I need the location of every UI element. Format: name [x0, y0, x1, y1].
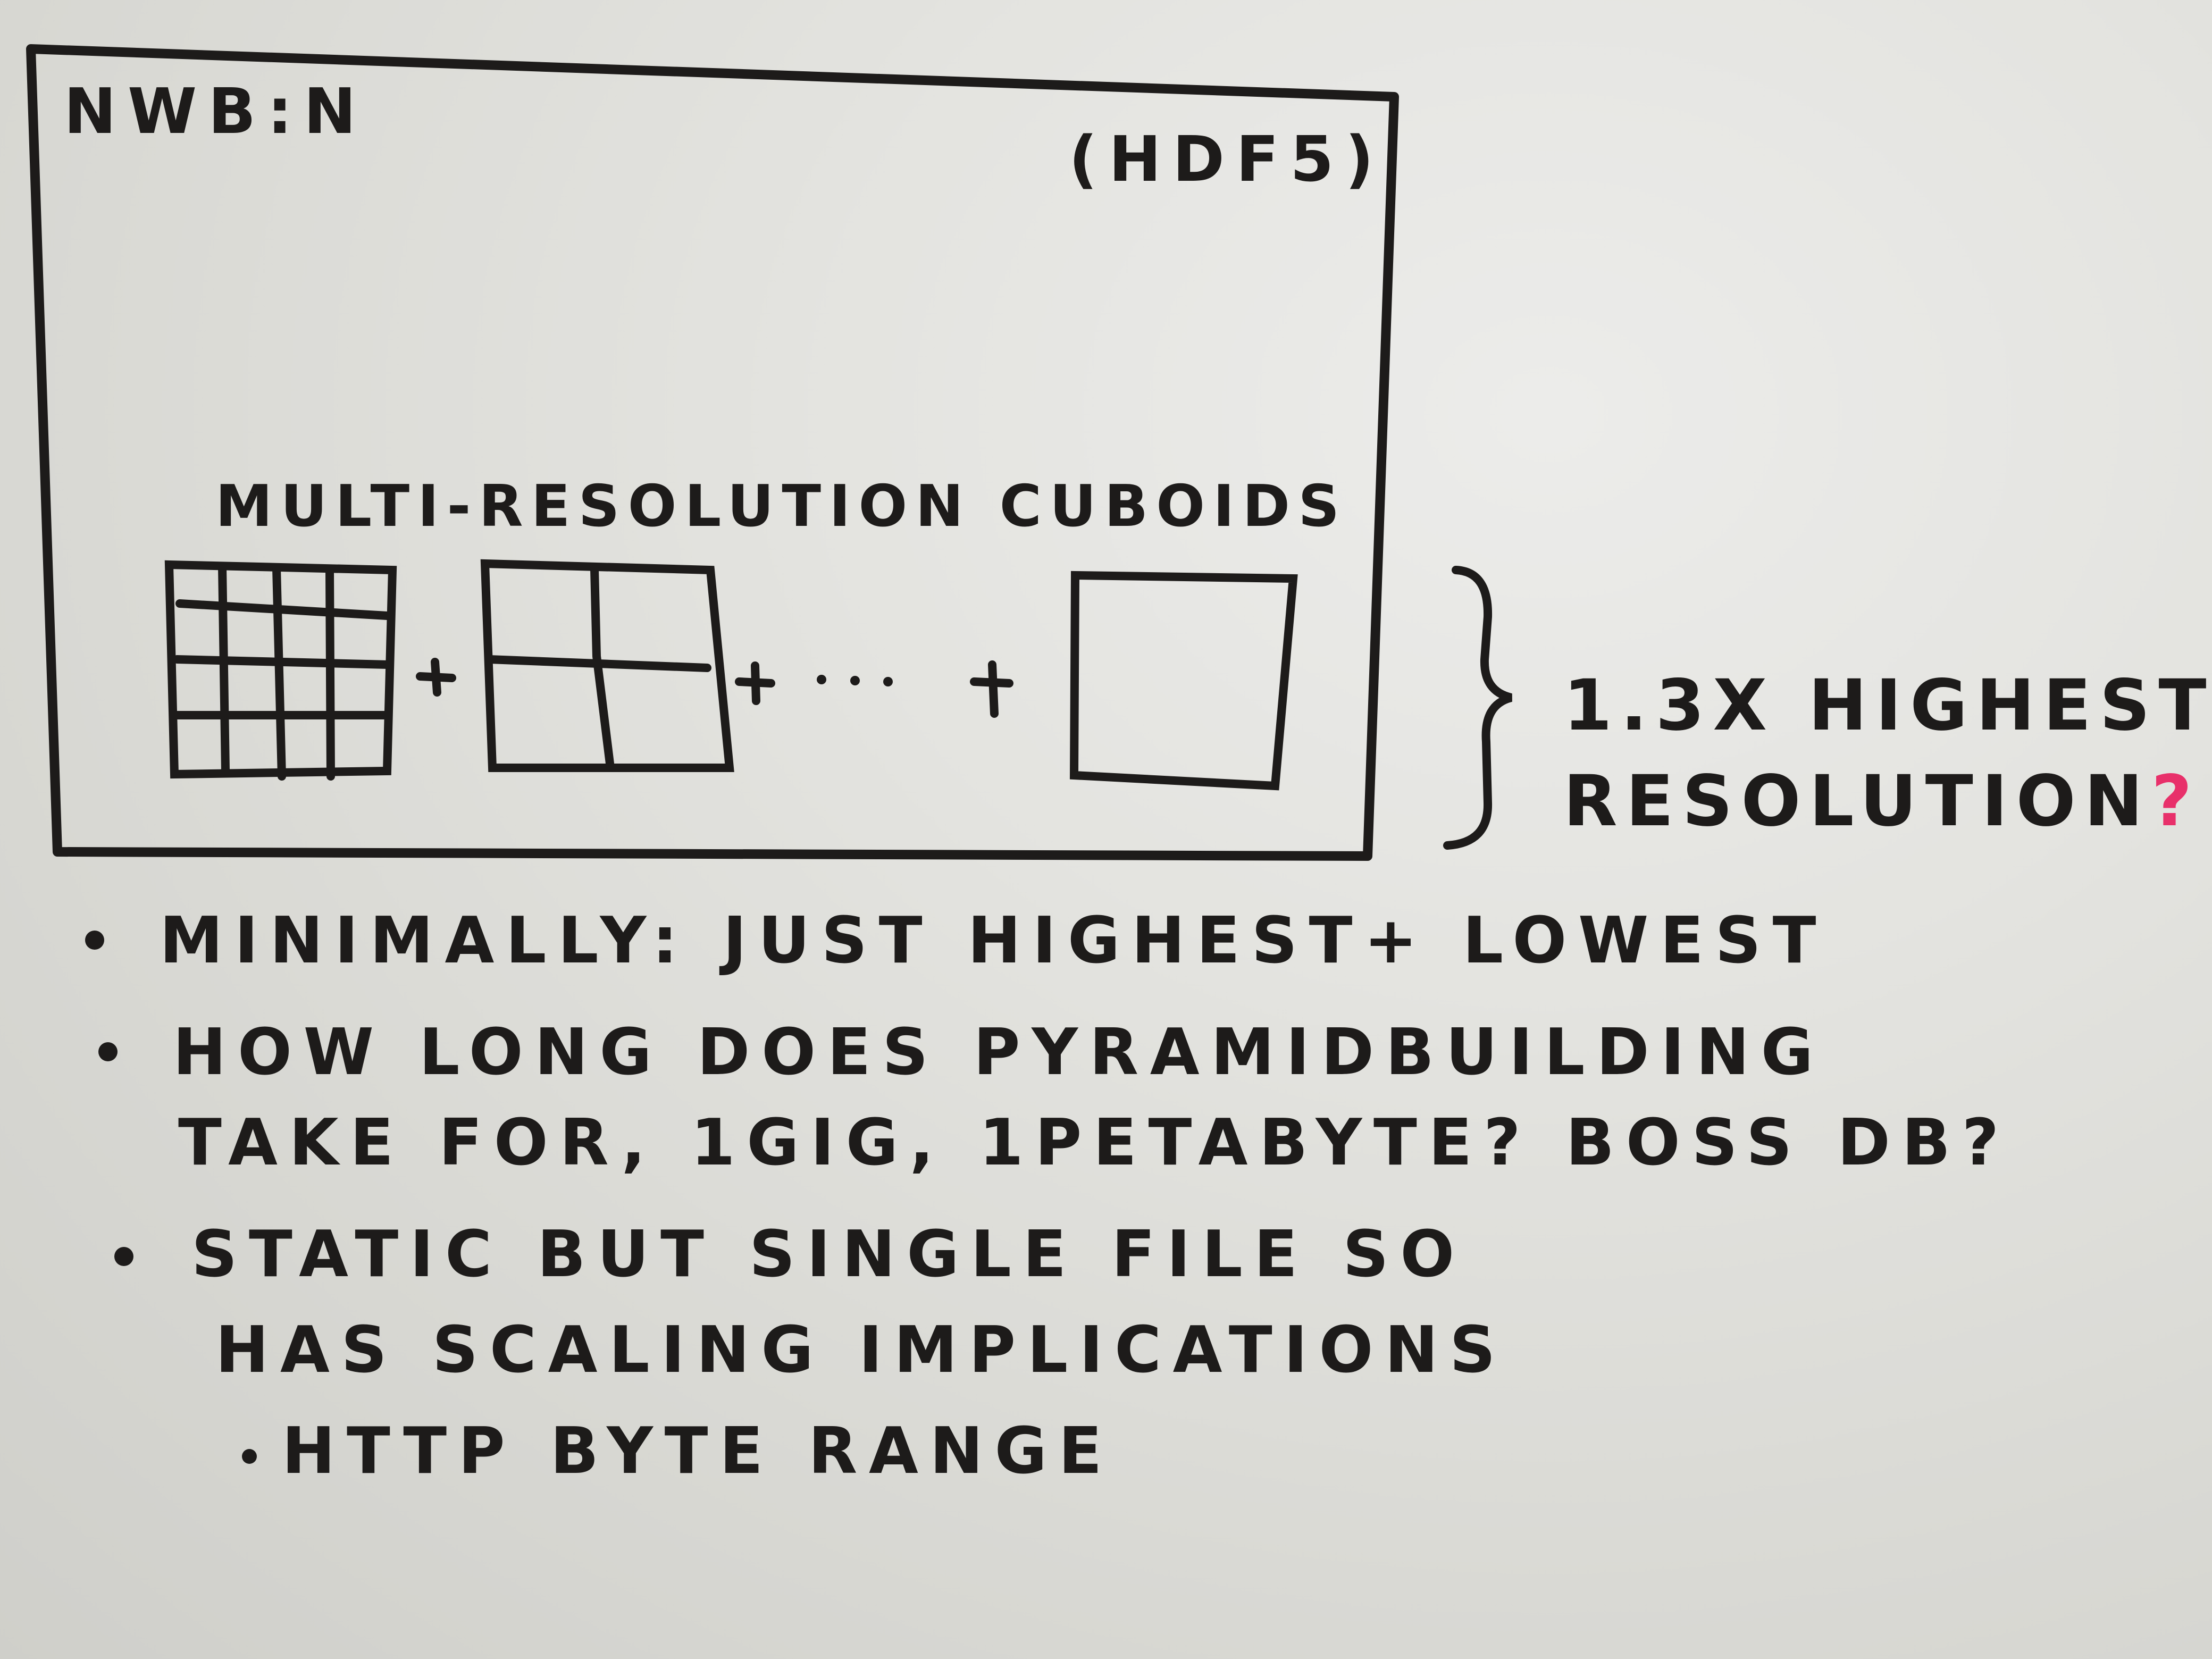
bullet-text-continued: HAS SCALING IMPLICATIONS [215, 1313, 1507, 1387]
bullet-dot [114, 1247, 133, 1266]
sub-bullet-dot [242, 1449, 257, 1464]
cuboids-label: MULTI-RESOLUTION CUBOIDS [215, 473, 1348, 540]
curly-brace [1443, 566, 1513, 850]
resolution-note-line2: RESOLUTION? [1563, 760, 2200, 842]
bullet-dot [85, 931, 104, 950]
resolution-note-text: RESOLUTION [1563, 760, 2151, 842]
cuboid-single [1069, 571, 1298, 791]
bullet-text-continued: TAKE FOR, 1GIG, 1PETABYTE? BOSS DB? [178, 1106, 2010, 1180]
question-mark: ? [2151, 760, 2201, 842]
bullet-dot [98, 1042, 118, 1061]
plus-signs [416, 658, 1013, 718]
bullet-text: STATIC BUT SINGLE FILE SO [191, 1218, 1466, 1292]
resolution-note-line1: 1.3x HIGHEST [1563, 665, 2212, 747]
bullet-text: MINIMALLY: JUST HIGHEST+ LOWEST [160, 904, 1828, 978]
sub-bullet-text: HTTP BYTE RANGE [282, 1414, 1114, 1488]
cuboid-fine-grid [164, 560, 397, 781]
file-box-outline [26, 44, 1399, 861]
bullet-text: HOW LONG DOES PYRAMIDBUILDING [173, 1016, 1825, 1090]
cuboid-coarse-grid [480, 559, 734, 772]
box-title: NWB:N [64, 74, 367, 148]
box-format-label: (HDF5) [1069, 122, 1385, 196]
